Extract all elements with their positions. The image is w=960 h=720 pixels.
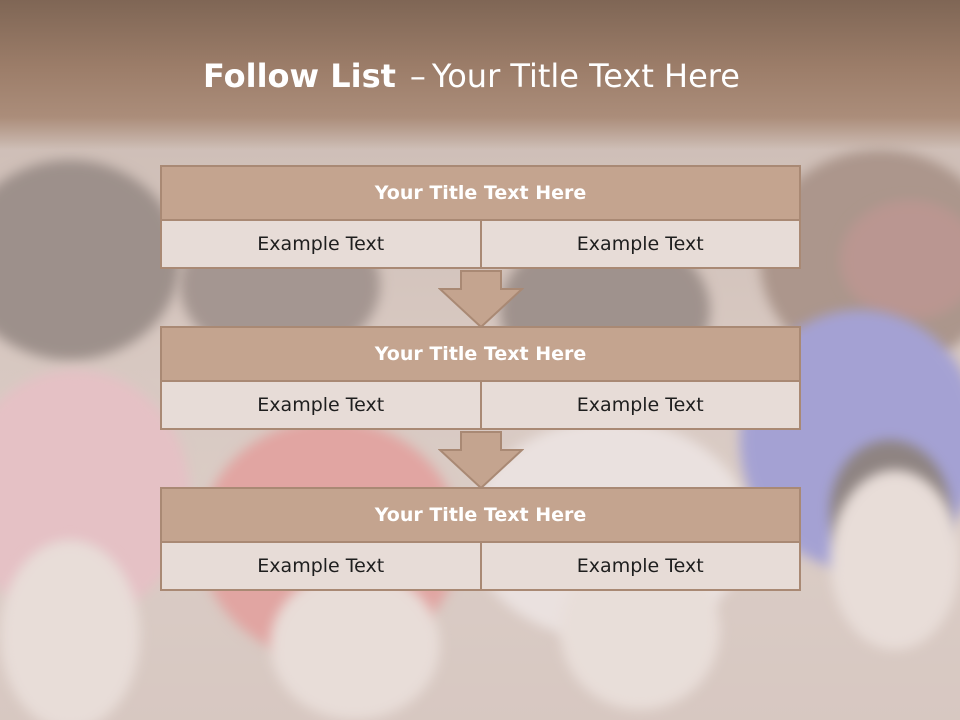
follow-list-block-3: Your Title Text Here Example Text Exampl… xyxy=(160,487,801,591)
block-header: Your Title Text Here xyxy=(160,165,801,221)
block-cell-left: Example Text xyxy=(160,541,482,591)
block-cell-right: Example Text xyxy=(479,541,801,591)
block-row: Example Text Example Text xyxy=(160,380,801,430)
down-arrow-icon xyxy=(438,270,524,328)
page-title: Follow List–Your Title Text Here xyxy=(0,52,943,100)
block-header: Your Title Text Here xyxy=(160,487,801,543)
block-header: Your Title Text Here xyxy=(160,326,801,382)
block-cell-left: Example Text xyxy=(160,380,482,430)
page-title-rest: Your Title Text Here xyxy=(431,57,740,95)
follow-list-block-2: Your Title Text Here Example Text Exampl… xyxy=(160,326,801,430)
block-row: Example Text Example Text xyxy=(160,541,801,591)
down-arrow-icon xyxy=(438,431,524,489)
page-title-bold: Follow List xyxy=(203,57,396,95)
block-cell-right: Example Text xyxy=(479,380,801,430)
page-title-separator: – xyxy=(409,57,426,95)
block-cell-right: Example Text xyxy=(479,219,801,269)
follow-list-block-1: Your Title Text Here Example Text Exampl… xyxy=(160,165,801,269)
block-cell-left: Example Text xyxy=(160,219,482,269)
block-row: Example Text Example Text xyxy=(160,219,801,269)
title-band xyxy=(0,0,960,150)
